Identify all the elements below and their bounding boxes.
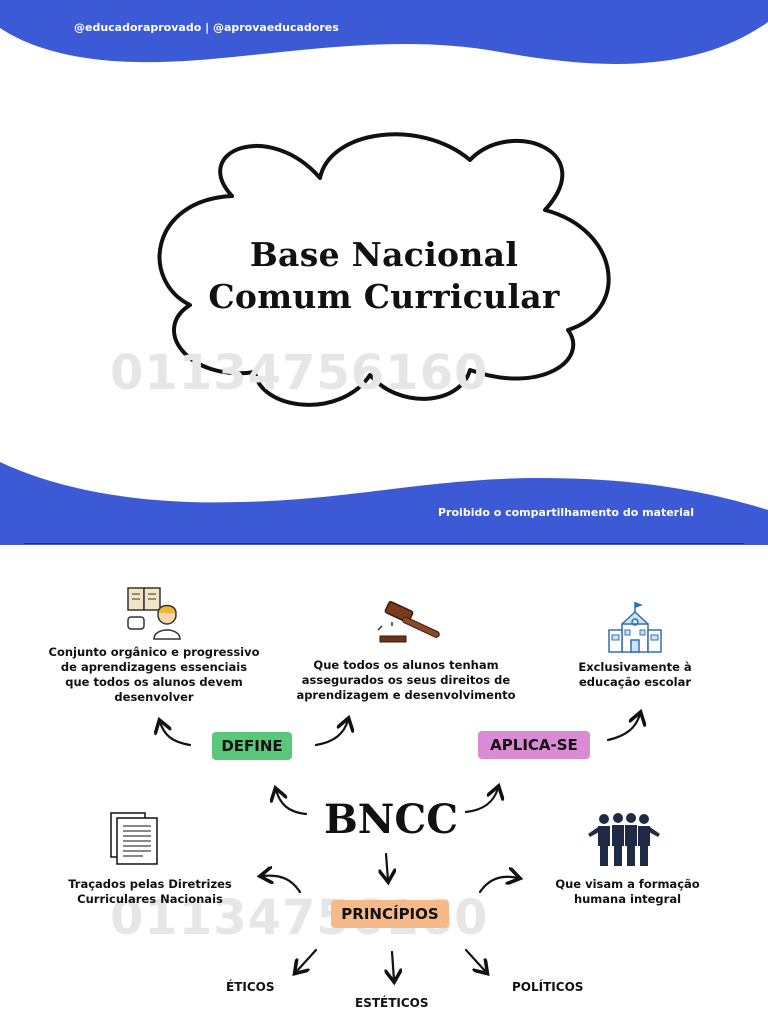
sharing-notice: Proibido o compartilhamento do material xyxy=(438,506,695,519)
book-teacher-icon xyxy=(127,587,181,640)
bncc-center-label: BNCC xyxy=(324,796,459,843)
title-line-2: Comum Curricular xyxy=(208,277,560,316)
principle-eticos: ÉTICOS xyxy=(226,980,275,994)
cover-watermark: 01134756160 xyxy=(110,345,489,401)
define-note-2: Que todos os alunos tenham assegurados o… xyxy=(296,658,516,702)
define-pill: DEFINE xyxy=(212,732,292,760)
principios-pill: PRINCÍPIOS xyxy=(331,900,449,928)
aplica-note: Exclusivamente à educação escolar xyxy=(578,660,692,689)
principle-politicos: POLÍTICOS xyxy=(512,980,584,994)
title-line-1: Base Nacional xyxy=(249,235,519,274)
title-cloud xyxy=(157,132,611,407)
social-handles: @educadoraprovado | @aprovaeducadores xyxy=(74,21,339,34)
bottom-wave-banner xyxy=(0,462,768,545)
page-divider xyxy=(24,543,744,544)
right-note: Que visam a formação humana integral xyxy=(555,877,700,906)
aplica-pill: APLICA-SE xyxy=(478,731,590,759)
principle-esteticos: ESTÉTICOS xyxy=(355,996,429,1010)
documents-icon xyxy=(110,812,158,865)
left-note: Traçados pelas Diretrizes Curriculares N… xyxy=(68,877,232,906)
define-note-1: Conjunto orgânico e progressivo de apren… xyxy=(48,645,260,704)
top-wave-banner xyxy=(0,0,768,64)
people-group-icon xyxy=(588,813,660,866)
gavel-icon xyxy=(377,600,440,643)
school-building-icon xyxy=(608,602,662,653)
